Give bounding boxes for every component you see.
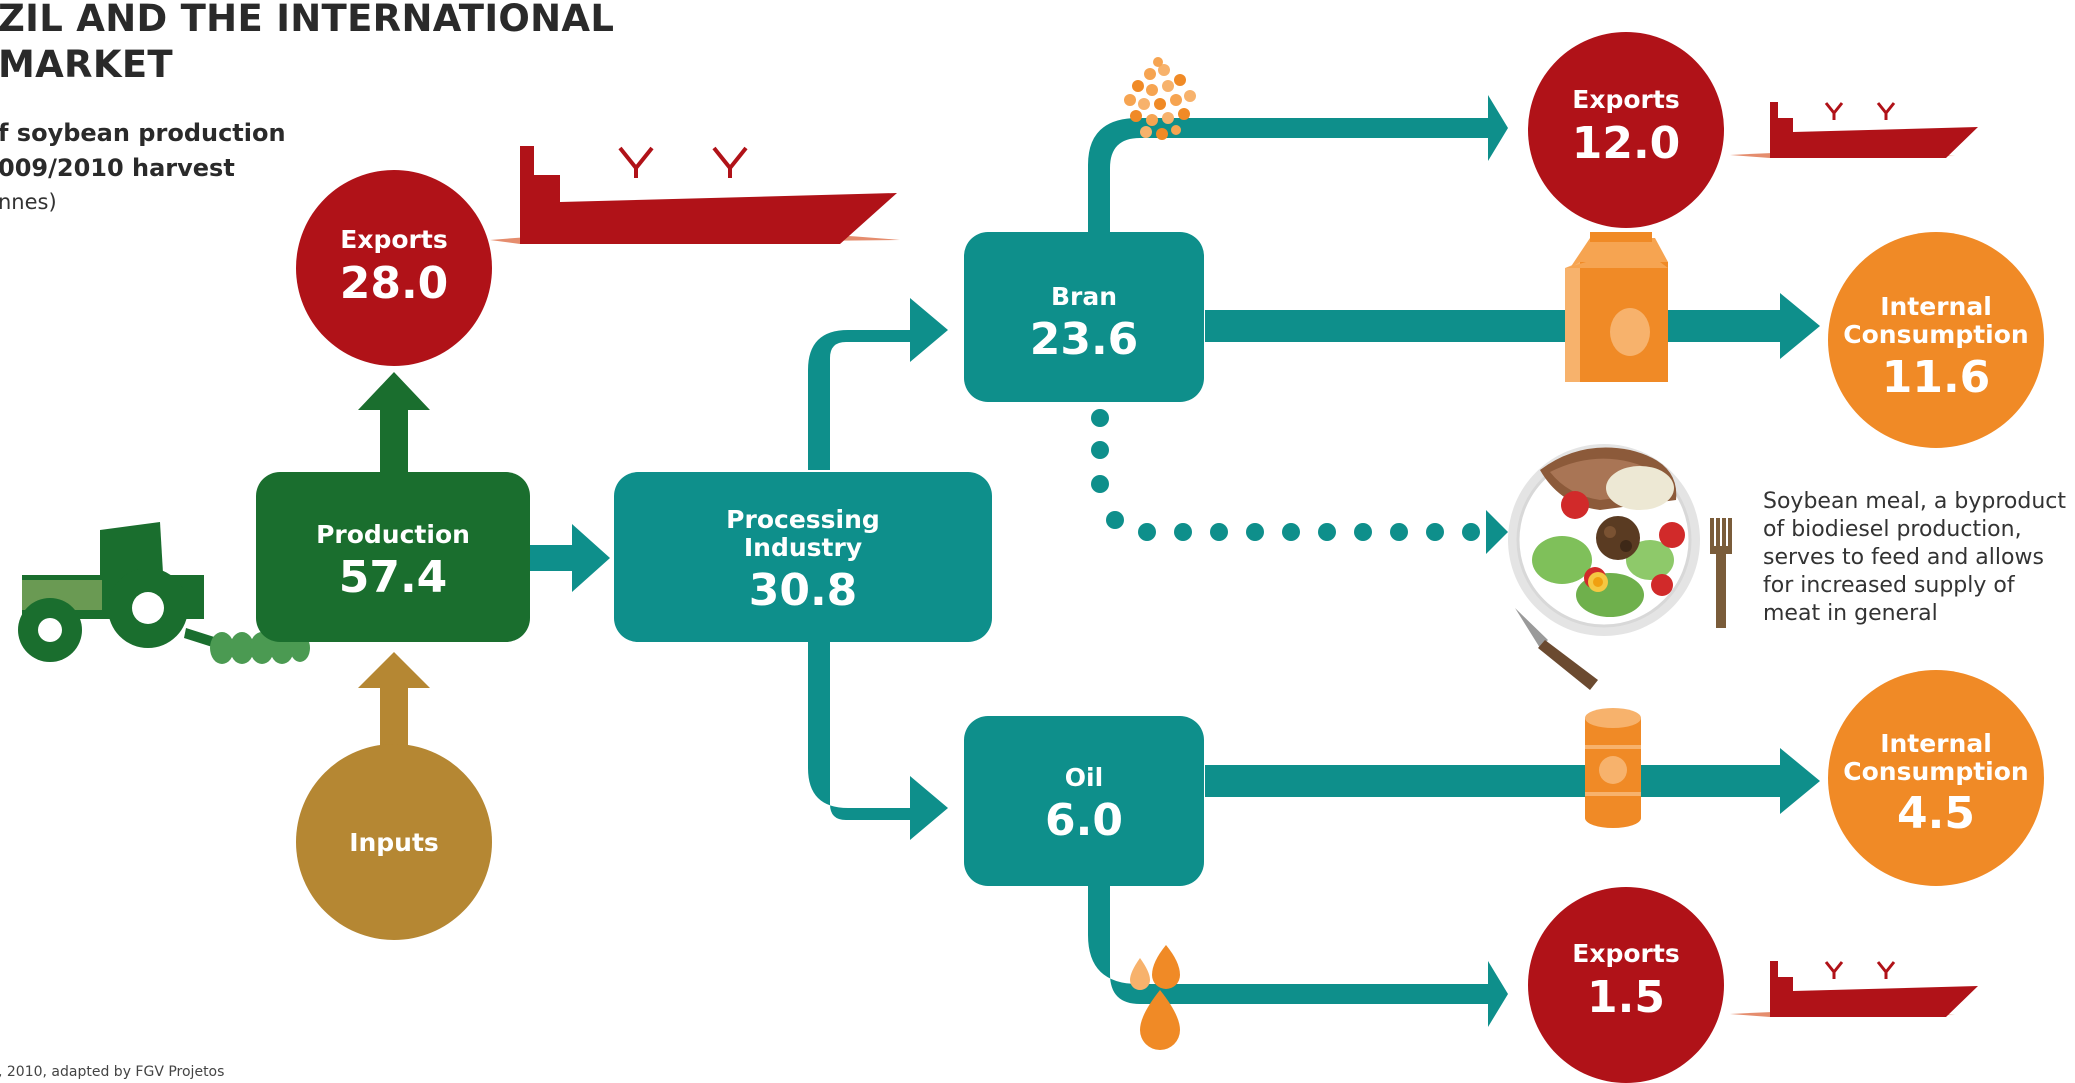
bran-internal-label-line-1: Internal: [1880, 292, 1992, 321]
page-subtitle: f soybean production 009/2010 harvest: [0, 116, 286, 186]
arrow-oil-to-internal: [1205, 748, 1820, 814]
arrow-production-to-processing: [530, 524, 610, 592]
oil-node: Oil 6.0: [964, 716, 1204, 886]
bran-label: Bran: [1051, 282, 1117, 311]
oil-exports-node: Exports 1.5: [1528, 887, 1724, 1083]
inputs-label: Inputs: [349, 828, 439, 857]
bran-value: 23.6: [1030, 314, 1139, 365]
oil-exports-value: 1.5: [1587, 972, 1665, 1023]
arrow-processing-to-oil: [808, 640, 948, 840]
milk-carton-icon: [1565, 232, 1668, 382]
ship-icon: [490, 146, 900, 244]
exports-main-value: 28.0: [340, 258, 449, 309]
bran-exports-label: Exports: [1572, 85, 1679, 114]
bran-exports-node: Exports 12.0: [1528, 32, 1724, 228]
arrow-production-to-exports: [358, 372, 430, 474]
oil-internal-value: 4.5: [1897, 788, 1975, 839]
ship-icon-oil-exports: [1730, 961, 1978, 1017]
fork-icon: [1710, 518, 1732, 628]
production-label: Production: [316, 520, 470, 549]
ship-icon-bran-exports: [1730, 102, 1978, 158]
page-title: ZIL AND THE INTERNATIONAL MARKET: [0, 0, 614, 88]
oil-value: 6.0: [1045, 795, 1123, 846]
exports-main-label: Exports: [340, 225, 447, 254]
production-node: Production 57.4: [256, 472, 530, 642]
bran-internal-value: 11.6: [1882, 352, 1991, 403]
subtitle-line-1: f soybean production: [0, 119, 286, 147]
tractor-icon: [18, 522, 310, 664]
source-note: , 2010, adapted by FGV Projetos: [0, 1064, 225, 1080]
title-line-2: MARKET: [0, 43, 173, 86]
oil-exports-label: Exports: [1572, 939, 1679, 968]
oil-internal-label-line-1: Internal: [1880, 729, 1992, 758]
unit-label: nnes): [0, 190, 57, 214]
arrow-inputs-to-production: [358, 652, 430, 768]
arrow-bran-to-internal: [1205, 293, 1820, 359]
bran-exports-value: 12.0: [1572, 118, 1681, 169]
bran-internal-label-line-2: Consumption: [1843, 320, 2028, 349]
oil-drops-icon: [1130, 945, 1180, 1050]
processing-label-line-1: Processing: [726, 505, 880, 534]
soybeans-icon: [1124, 57, 1196, 140]
bran-node: Bran 23.6: [964, 232, 1204, 402]
oil-internal-label-line-2: Consumption: [1843, 757, 2028, 786]
arrow-processing-to-bran: [808, 298, 948, 470]
meal-plate-icon: [1508, 444, 1700, 636]
title-line-1: ZIL AND THE INTERNATIONAL: [0, 0, 615, 40]
inputs-node: Inputs: [296, 744, 492, 940]
bran-internal-node: Internal Consumption 11.6: [1828, 232, 2044, 448]
production-value: 57.4: [339, 552, 448, 603]
arrow-bran-to-exports: [1088, 95, 1508, 232]
knife-icon: [1515, 608, 1598, 690]
arrow-oil-to-exports: [1088, 885, 1508, 1027]
processing-node: Processing Industry 30.8: [614, 472, 992, 642]
processing-value: 30.8: [749, 565, 858, 616]
dotted-path-bran-to-meal: [1091, 409, 1508, 554]
soybean-meal-note: Soybean meal, a byproduct of biodiesel p…: [1763, 489, 2066, 626]
processing-label-line-2: Industry: [744, 533, 862, 562]
oil-can-icon: [1585, 708, 1641, 828]
subtitle-line-2: 009/2010 harvest: [0, 154, 235, 182]
oil-label: Oil: [1065, 763, 1103, 792]
exports-main-node: Exports 28.0: [296, 170, 492, 366]
oil-internal-node: Internal Consumption 4.5: [1828, 670, 2044, 886]
